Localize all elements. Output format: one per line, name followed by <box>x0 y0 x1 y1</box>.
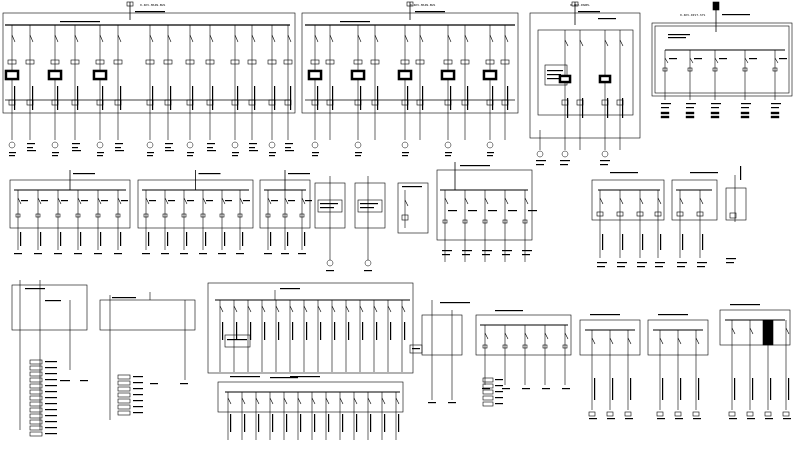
mcc1-feeder <box>163 25 174 152</box>
db-row3-c <box>409 300 572 407</box>
panel-caption-2: 0.4KV-MAIN-BUS <box>410 3 436 7</box>
mcc1-feeder <box>205 25 216 152</box>
panel-caption-row: 0.4KV-MAIN-BUS 0.4KV-MAIN-BUS 0.4KV-PANE… <box>0 0 800 17</box>
lighting-board-main <box>436 162 537 262</box>
db-row3-a <box>11 280 88 437</box>
mcc1-feeder <box>145 25 155 157</box>
mcc1-feeder <box>230 25 240 157</box>
distribution-board-top-right <box>651 1 793 119</box>
db-row2-c <box>259 170 312 255</box>
db-row3-b <box>99 292 196 420</box>
db-row3-lower-array <box>217 377 404 440</box>
mcc1-feeder <box>267 25 277 157</box>
mcc1-feeder <box>25 25 36 152</box>
control-box-b <box>354 176 386 272</box>
control-box-a <box>314 176 346 272</box>
mcc1-feeder <box>92 25 108 157</box>
starter-panel <box>529 1 641 166</box>
panel-caption-4: 0.4KV-DIST-SYS <box>680 13 706 17</box>
db-row2-a <box>9 170 131 255</box>
mcc1-feeder <box>283 25 294 152</box>
db-row2-b <box>137 170 254 255</box>
db-right-row2 <box>591 166 747 268</box>
mcc1-feeder <box>185 25 195 157</box>
mcc1-feeder <box>113 25 124 152</box>
db-row3-main-large <box>207 282 414 378</box>
mcc1-feeder <box>4 25 20 157</box>
mcc-panel-1 <box>2 1 296 157</box>
mcc1-feeder <box>47 25 63 157</box>
panel-caption-3: 0.4KV-PANEL <box>570 3 590 7</box>
mcc-panel-2 <box>301 1 519 157</box>
mcc1-feeder <box>70 25 81 152</box>
mcc1-feeder <box>247 25 258 152</box>
lighting-board-small <box>397 182 429 234</box>
panel-caption-1: 0.4KV-MAIN-BUS <box>140 3 166 7</box>
db-row3-right <box>579 304 791 420</box>
